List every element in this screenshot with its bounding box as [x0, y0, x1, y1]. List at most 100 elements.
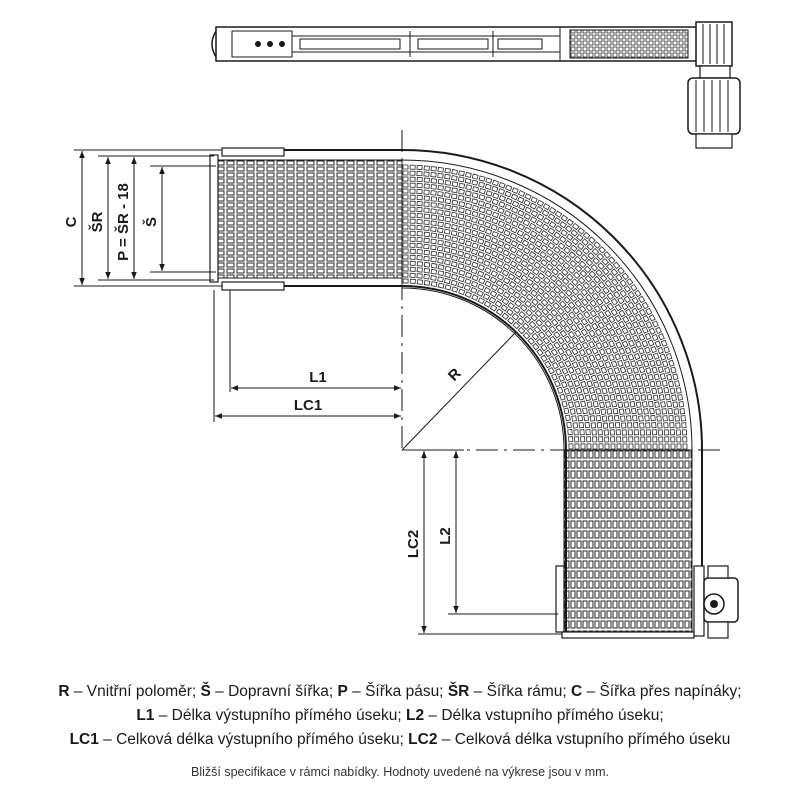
mesh-cell	[529, 230, 538, 238]
mesh-cell	[669, 422, 675, 429]
mesh-cell	[402, 260, 409, 266]
plan-view	[209, 130, 739, 639]
mesh-cell	[604, 436, 610, 443]
mesh-cell	[597, 394, 604, 402]
mesh-cell	[604, 334, 612, 342]
mesh-cell	[598, 443, 604, 450]
mesh-cell	[657, 366, 664, 374]
mesh-cell	[571, 415, 577, 422]
mesh-cell	[567, 330, 576, 339]
mesh-cell	[512, 321, 521, 330]
mesh-cell	[505, 197, 513, 205]
legend-key: ŠR	[447, 683, 470, 700]
mesh-cell	[502, 263, 511, 271]
mesh-cell	[513, 306, 521, 314]
mesh-cell	[478, 212, 486, 220]
mesh-cell	[556, 386, 564, 394]
mesh-cell	[608, 340, 616, 348]
mesh-cell	[681, 429, 688, 436]
mesh-cell	[561, 312, 570, 321]
mesh-cell	[610, 298, 619, 306]
mesh-cell	[630, 360, 637, 368]
mesh-cell	[572, 422, 579, 429]
mesh-cell	[534, 226, 543, 234]
mesh-cell	[416, 219, 423, 225]
mesh-cell	[647, 373, 654, 381]
mesh-cell	[634, 394, 641, 402]
mesh-cell	[601, 387, 608, 395]
mesh-cell	[563, 387, 571, 395]
mesh-cell	[437, 239, 444, 246]
mesh-cell	[621, 394, 628, 401]
mesh-cell	[644, 332, 652, 341]
mesh-cell	[423, 237, 430, 244]
mesh-cell	[529, 216, 538, 224]
mesh-cell	[668, 414, 674, 422]
mesh-cell	[580, 253, 589, 262]
mesh-cell	[567, 428, 573, 436]
mesh-cell	[430, 244, 437, 251]
mesh-cell	[585, 258, 594, 267]
mesh-cell	[631, 296, 639, 305]
mesh-cell	[601, 341, 609, 349]
side-view	[211, 21, 741, 149]
mesh-cell	[402, 254, 409, 260]
mesh-cell	[612, 407, 619, 415]
mesh-cell	[563, 335, 572, 344]
mesh-cell	[587, 287, 595, 295]
mesh-cell	[477, 251, 485, 258]
mesh-cell	[551, 268, 559, 276]
mesh-cell	[497, 188, 506, 195]
mesh-cell	[613, 367, 621, 375]
mesh-cell	[638, 415, 644, 422]
mesh-cell	[675, 429, 681, 436]
drive-motor-icon	[703, 565, 739, 639]
mesh-cell	[597, 321, 605, 330]
mesh-cell	[618, 347, 626, 355]
mesh-cell	[618, 408, 625, 415]
mesh-cell	[655, 380, 662, 388]
mesh-cell	[483, 240, 491, 248]
mesh-cell	[580, 400, 587, 408]
mesh-cell	[562, 261, 571, 270]
mesh-cell	[544, 349, 552, 358]
mesh-cell	[517, 196, 525, 204]
mesh-cell	[540, 298, 549, 307]
belt-curve-mesh	[402, 164, 688, 450]
mesh-cell	[640, 353, 648, 361]
mesh-cell	[522, 247, 531, 255]
mesh-cell	[572, 306, 580, 315]
mesh-cell	[515, 249, 524, 258]
mesh-cell	[638, 295, 646, 304]
mesh-cell	[649, 380, 656, 388]
mesh-cell	[545, 303, 554, 312]
mesh-cell	[609, 374, 617, 382]
mesh-cell	[597, 310, 606, 319]
mesh-cell	[458, 256, 465, 264]
mesh-cell	[632, 366, 640, 374]
legend-key: LC1	[69, 731, 99, 748]
mesh-cell	[592, 400, 599, 408]
mesh-cell	[567, 366, 575, 374]
mesh-cell	[416, 255, 423, 261]
mesh-cell	[560, 284, 568, 292]
mesh-cell	[564, 373, 572, 382]
mesh-cell	[631, 346, 638, 354]
mesh-cell	[423, 177, 430, 183]
mesh-cell	[540, 343, 548, 352]
mesh-cell	[664, 436, 670, 443]
mesh-cell	[563, 325, 572, 333]
mesh-cell	[580, 443, 586, 450]
mesh-cell	[506, 308, 514, 316]
mesh-cell	[667, 407, 673, 415]
mesh-cell	[566, 318, 574, 326]
mesh-cell	[559, 300, 567, 309]
mesh-cell	[642, 315, 650, 323]
mesh-cell	[489, 304, 498, 312]
mesh-cell	[535, 219, 544, 228]
mesh-cell	[641, 326, 649, 334]
mesh-cell	[465, 184, 473, 191]
mesh-cell	[638, 308, 647, 317]
mesh-cell	[625, 321, 633, 330]
mesh-cell	[509, 260, 518, 268]
